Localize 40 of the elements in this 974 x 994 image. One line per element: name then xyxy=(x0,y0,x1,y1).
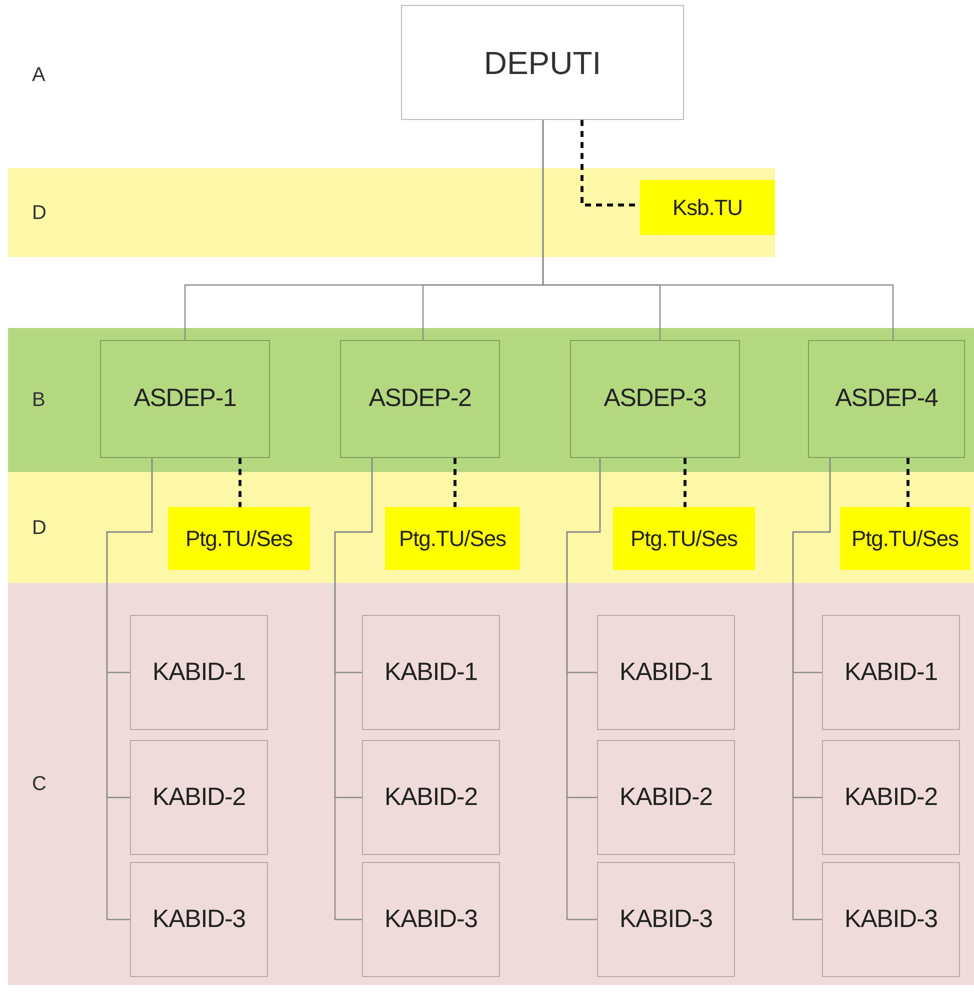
connector-line xyxy=(106,458,153,920)
position-box: DEPUTI xyxy=(401,5,684,120)
level-letter: B xyxy=(32,388,46,413)
level-band xyxy=(8,168,775,257)
level-band xyxy=(8,583,974,985)
position-box: ASDEP-1 xyxy=(100,340,270,458)
position-box: KABID-1 xyxy=(597,615,735,730)
connector-line xyxy=(334,458,373,920)
level-letter: D xyxy=(32,200,46,226)
position-box: ASDEP-4 xyxy=(808,340,965,458)
connector-line xyxy=(792,458,831,920)
position-box: KABID-3 xyxy=(822,862,960,977)
staff-box: Ptg.TU/Ses xyxy=(613,507,755,570)
position-box: KABID-2 xyxy=(597,740,735,855)
position-box: KABID-3 xyxy=(597,862,735,977)
connector-line xyxy=(566,458,601,920)
staff-box: Ptg.TU/Ses xyxy=(840,507,970,570)
dashed-connector xyxy=(906,458,910,507)
level-letter: A xyxy=(32,63,46,88)
level-band xyxy=(8,328,974,472)
level-letter: C xyxy=(32,772,46,797)
position-box: KABID-1 xyxy=(362,615,500,730)
position-box: KABID-2 xyxy=(822,740,960,855)
staff-box: Ptg.TU/Ses xyxy=(168,507,310,570)
position-box: KABID-1 xyxy=(130,615,268,730)
position-box: ASDEP-2 xyxy=(340,340,500,458)
position-box: KABID-3 xyxy=(362,862,500,977)
position-box: KABID-1 xyxy=(822,615,960,730)
level-band xyxy=(8,472,974,583)
connector-line xyxy=(542,120,894,340)
dashed-connector xyxy=(454,458,456,507)
dashed-connector xyxy=(238,458,242,507)
dashed-connector xyxy=(684,458,686,507)
staff-box: Ptg.TU/Ses xyxy=(385,507,520,570)
position-box: KABID-2 xyxy=(362,740,500,855)
position-box: KABID-3 xyxy=(130,862,268,977)
position-box: ASDEP-3 xyxy=(570,340,740,458)
level-letter: D xyxy=(32,516,46,540)
staff-box: Ksb.TU xyxy=(640,180,775,235)
position-box: KABID-2 xyxy=(130,740,268,855)
